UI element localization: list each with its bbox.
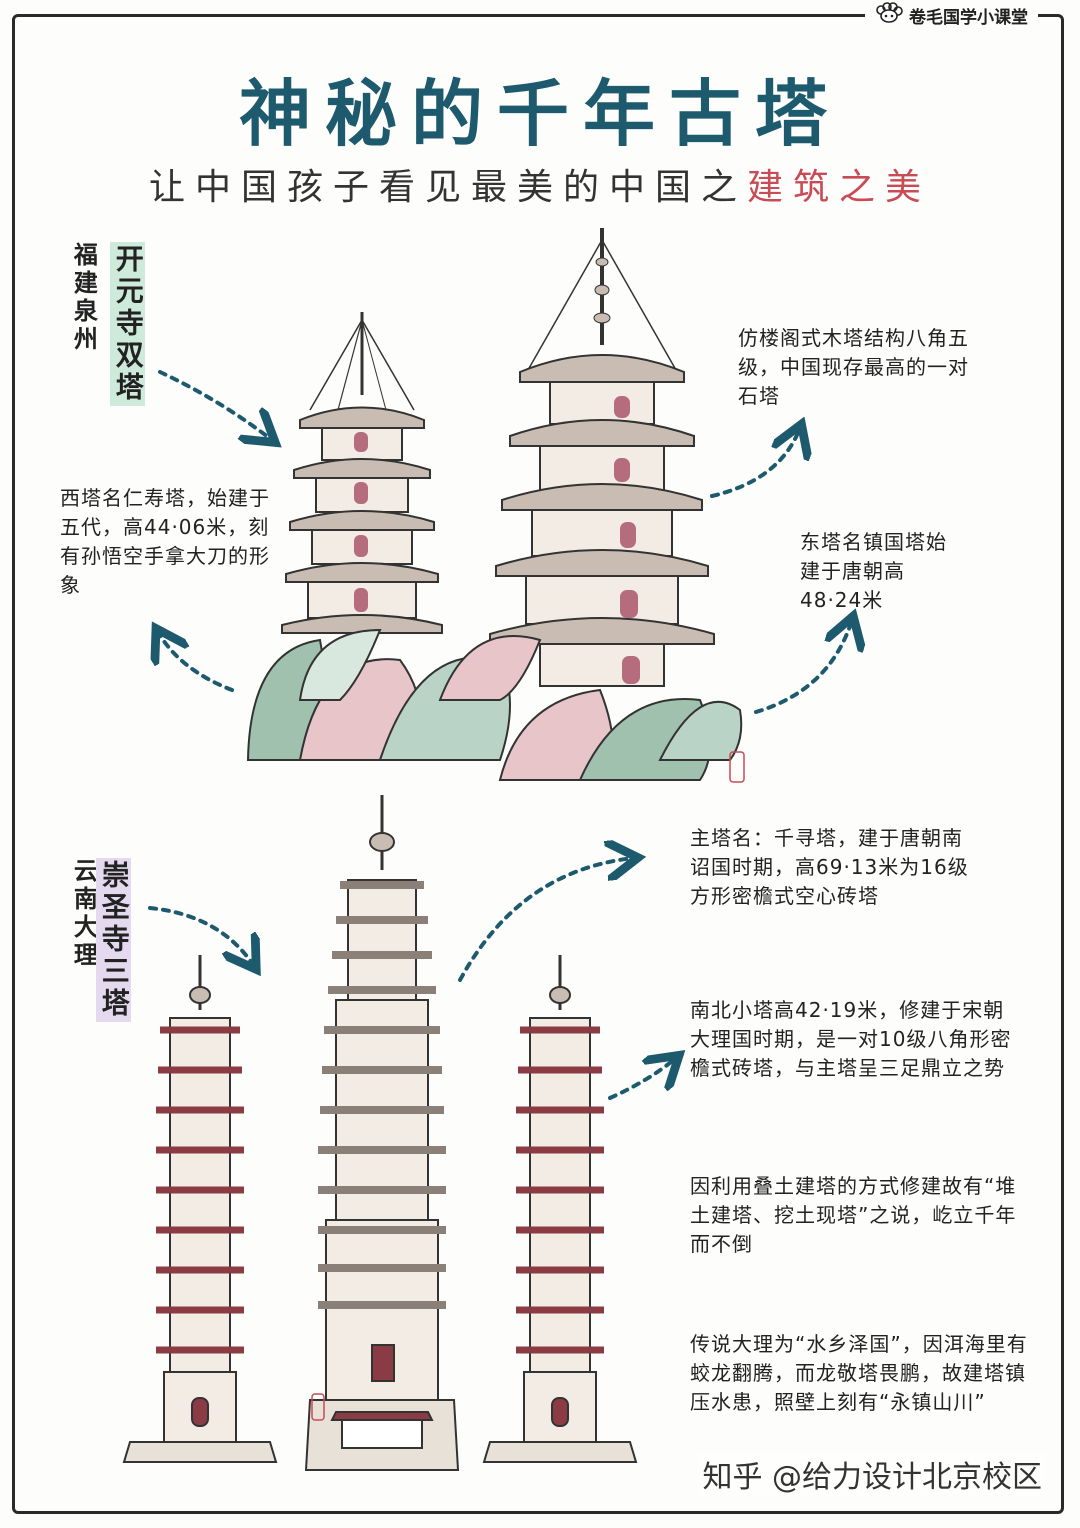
subtitle-prefix: 让中国孩子看见最美的中国之: [148, 167, 747, 208]
page-title: 神秘的千年古塔: [238, 72, 841, 156]
seal-stamp: [311, 1393, 325, 1421]
arrow-east-note: [754, 620, 852, 714]
arrow-small-note: [608, 1058, 676, 1100]
south-small-pagoda: [482, 955, 638, 1463]
note-legend: 传说大理为“水乡泽国”，因洱海里有蛟龙翻腾，而龙敬塔畏鹏，故建塔镇压水患，照壁上…: [690, 1332, 1028, 1414]
note-west-tower: 西塔名仁寿塔，始建于五代，高44·06米，刻有孙悟空手拿大刀的形象: [60, 486, 270, 597]
note-structure: 仿楼阁式木塔结构八角五级，中国现存最高的一对石塔: [738, 326, 969, 408]
page-subtitle: 让中国孩子看见最美的中国之建筑之美: [0, 158, 1080, 210]
section1-location: 福建泉州: [69, 242, 98, 354]
section2-name: 崇圣寺三塔: [96, 858, 131, 1022]
arrow-chongsheng-title: [148, 906, 254, 966]
poster-frame: [12, 14, 1064, 1514]
shrubbery: [246, 628, 743, 781]
arrow-west-note: [158, 632, 234, 692]
subtitle-accent: 建筑之美: [747, 167, 932, 208]
sheep-face-icon: [875, 1, 903, 29]
watermark: 知乎 @给力设计北京校区: [698, 1452, 1046, 1496]
note-main-tower: 主塔名：千寻塔，建于唐朝南诏国时期，高69·13米为16级方形密檐式空心砖塔: [690, 826, 969, 908]
arrow-main-note: [458, 858, 634, 982]
note-building-method: 因利用叠土建塔的方式修建故有“堆土建塔、挖土现塔”之说，屹立千年而不倒: [690, 1174, 1017, 1256]
note-small-towers: 南北小塔高42·19米，修建于宋朝大理国时期，是一对10级八角形密檐式砖塔，与主…: [690, 998, 1012, 1080]
note-east-tower: 东塔名镇国塔始建于唐朝高48·24米: [800, 530, 947, 612]
west-pagoda: [281, 312, 443, 634]
east-pagoda: [489, 228, 715, 687]
section2-location: 云南大理: [69, 858, 98, 970]
seal-stamp: [729, 751, 745, 783]
north-small-pagoda: [122, 955, 278, 1463]
arrow-kaiyuan-title: [158, 370, 272, 440]
arrow-structure-note: [710, 428, 800, 498]
qianxun-main-pagoda: [304, 795, 460, 1471]
brand-name: 卷毛国学小课堂: [909, 7, 1028, 28]
brand: 卷毛国学小课堂: [865, 0, 1038, 30]
section1-name: 开元寺双塔: [110, 242, 145, 406]
